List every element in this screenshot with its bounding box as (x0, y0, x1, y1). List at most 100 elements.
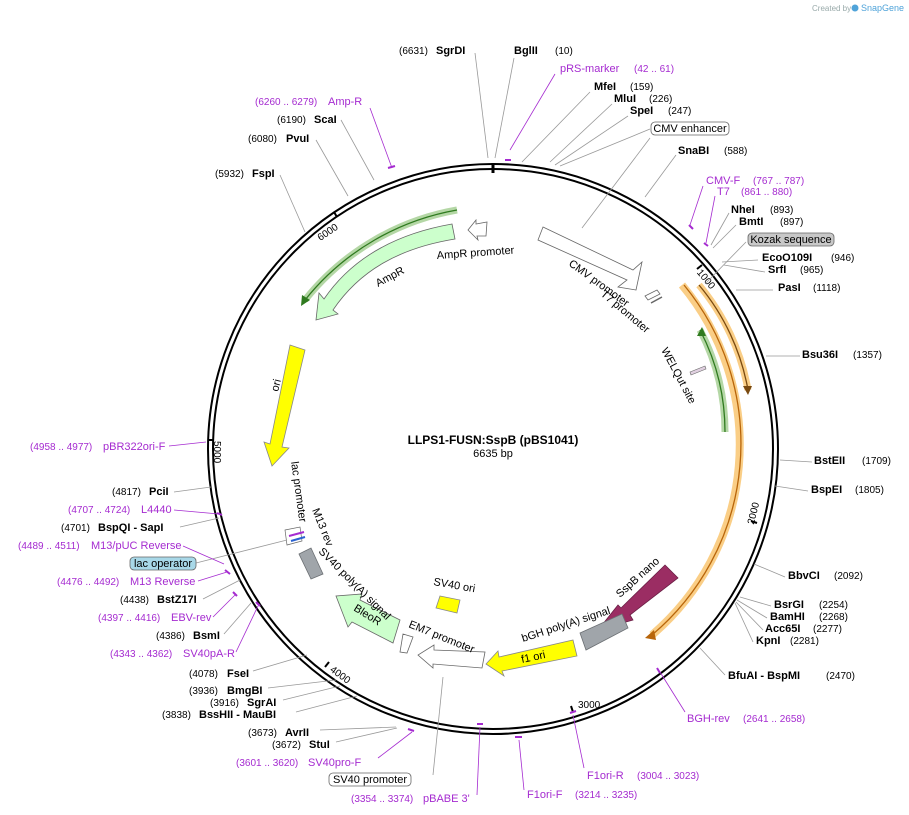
pbabe3-name[interactable]: pBABE 3' (423, 793, 470, 805)
t7-promoter-arrow[interactable] (644, 289, 661, 301)
em7-promoter-arrow[interactable] (399, 633, 414, 654)
primer-labels: pRS-marker (42 .. 61) CMV-F (767 .. 787)… (18, 63, 805, 805)
leader-m13puc (182, 545, 225, 565)
f1ori-f-name[interactable]: F1ori-F (527, 789, 563, 801)
scai-name[interactable]: ScaI (314, 114, 337, 126)
prs-marker-name[interactable]: pRS-marker (560, 63, 620, 75)
bsu36i-name[interactable]: Bsu36I (802, 349, 838, 361)
pcii-name[interactable]: PciI (149, 486, 169, 498)
pasi-name[interactable]: PasI (778, 282, 801, 294)
leader-bsshii (295, 695, 358, 713)
t7-name[interactable]: T7 (717, 186, 730, 198)
bamhi-name[interactable]: BamHI (770, 611, 805, 623)
m13-puc-reverse-range: (4489 .. 4511) (18, 541, 80, 552)
leader-cmv-enh (559, 128, 651, 167)
bspqi-sapi-name[interactable]: BspQI - SapI (98, 522, 163, 534)
kozak-box[interactable] (747, 232, 835, 247)
spei-name[interactable]: SpeI (630, 105, 653, 117)
kpni-name[interactable]: KpnI (756, 635, 780, 647)
pasi-pos: (1118) (813, 283, 840, 294)
leader-scai (340, 119, 375, 181)
bamhi-pos: (2268) (819, 612, 848, 623)
avrii-name[interactable]: AvrII (285, 727, 309, 739)
f1-ori-arrow[interactable] (485, 639, 578, 678)
pbr322ori-f-range: (4958 .. 4977) (30, 442, 92, 453)
sv40pro-f-name[interactable]: SV40pro-F (308, 757, 361, 769)
sv40pa-r-name[interactable]: SV40pA-R (183, 648, 235, 660)
f1ori-r-name[interactable]: F1ori-R (587, 770, 624, 782)
plasmid-length: 6635 bp (473, 448, 513, 460)
mfei-name[interactable]: MfeI (594, 81, 616, 93)
bbvci-name[interactable]: BbvCI (788, 570, 820, 582)
acc65i-pos: (2277) (813, 624, 842, 635)
l4440-name[interactable]: L4440 (141, 504, 172, 516)
fspi-name[interactable]: FspI (252, 168, 275, 180)
cmv-promoter-arrow[interactable] (537, 226, 643, 291)
sv40-promoter-arrow[interactable] (417, 644, 486, 669)
ori-arrow[interactable] (263, 344, 306, 467)
bmti-name[interactable]: BmtI (739, 216, 763, 228)
bleor-arrow[interactable] (335, 593, 401, 644)
sv40-ori-shape[interactable] (435, 595, 461, 614)
leader-bghrev (659, 671, 686, 713)
amp-r-name[interactable]: Amp-R (328, 96, 362, 108)
leader-bmti (712, 224, 737, 249)
sgrai-name[interactable]: SgrAI (247, 697, 276, 709)
sv40-promoter-box[interactable] (328, 772, 412, 787)
tick-mark (324, 661, 330, 668)
lac-operator-box[interactable] (129, 556, 197, 571)
bgh-rev-range: (2641 .. 2658) (743, 714, 805, 725)
sv40pro-f-range: (3601 .. 3620) (236, 758, 298, 769)
bsshii-mauabi-name[interactable]: BssHII - MauBI (199, 709, 276, 721)
f1ori-r-range: (3004 .. 3023) (637, 771, 699, 782)
snabi-name[interactable]: SnaBI (678, 145, 709, 157)
ebv-rev-name[interactable]: EBV-rev (171, 612, 212, 624)
bsmi-name[interactable]: BsmI (193, 630, 220, 642)
m13-reverse-name[interactable]: M13 Reverse (130, 576, 195, 588)
bspei-name[interactable]: BspEI (811, 484, 842, 496)
welqut-site-mark[interactable] (689, 365, 707, 376)
bsrgi-name[interactable]: BsrGI (774, 599, 804, 611)
bsteii-name[interactable]: BstEII (814, 455, 845, 467)
ecoo109i-name[interactable]: EcoO109I (762, 252, 812, 264)
kozak-label: Kozak sequence (750, 234, 831, 246)
bgh-polya-shape[interactable] (579, 613, 629, 651)
ampr-arrow[interactable] (315, 223, 456, 321)
ecoo109i-pos: (946) (831, 253, 854, 264)
pbr322ori-f-name[interactable]: pBR322ori-F (103, 441, 166, 453)
primer-mark (703, 242, 709, 247)
bglii-name[interactable]: BglII (514, 45, 538, 57)
tick-mark (570, 705, 574, 713)
t7-range: (861 .. 880) (741, 187, 792, 198)
leader-bspqi (179, 517, 220, 528)
llps1-fusn-arc-line (651, 284, 742, 636)
nhei-name[interactable]: NheI (731, 204, 755, 216)
m13-puc-reverse-name[interactable]: M13/pUC Reverse (91, 540, 181, 552)
bspqi-sapi-pos: (4701) (61, 523, 90, 534)
mlui-name[interactable]: MluI (614, 93, 636, 105)
leader-avrii (319, 726, 397, 731)
lac-promoter-shape[interactable] (284, 526, 303, 546)
leader-bsrgi (739, 596, 772, 607)
ampr-promoter-arrow[interactable] (467, 218, 488, 242)
bstz17i-name[interactable]: BstZ17I (157, 594, 197, 606)
bmgbi-name[interactable]: BmgBI (227, 685, 262, 697)
cmv-f-name[interactable]: CMV-F (706, 175, 741, 187)
cmv-enhancer-box[interactable] (650, 121, 730, 136)
stui-name[interactable]: StuI (309, 739, 330, 751)
acc65i-name[interactable]: Acc65I (765, 623, 800, 635)
fsei-name[interactable]: FseI (227, 668, 249, 680)
mfei-pos: (159) (630, 82, 653, 93)
primer-mark (232, 591, 238, 597)
sgrdi-name[interactable]: SgrDI (436, 45, 465, 57)
bfuai-bspmi-name[interactable]: BfuAI - BspMI (728, 670, 800, 682)
primer-mark (255, 601, 261, 607)
bfuai-bspmi-pos: (2470) (826, 671, 855, 682)
tick-mark (333, 211, 338, 218)
sv40-polya-shape[interactable] (298, 547, 324, 580)
bgh-rev-name[interactable]: BGH-rev (687, 713, 730, 725)
pvui-name[interactable]: PvuI (286, 133, 309, 145)
leader-prs (509, 73, 556, 151)
srfi-name[interactable]: SrfI (768, 264, 786, 276)
pvui-pos: (6080) (248, 134, 277, 145)
